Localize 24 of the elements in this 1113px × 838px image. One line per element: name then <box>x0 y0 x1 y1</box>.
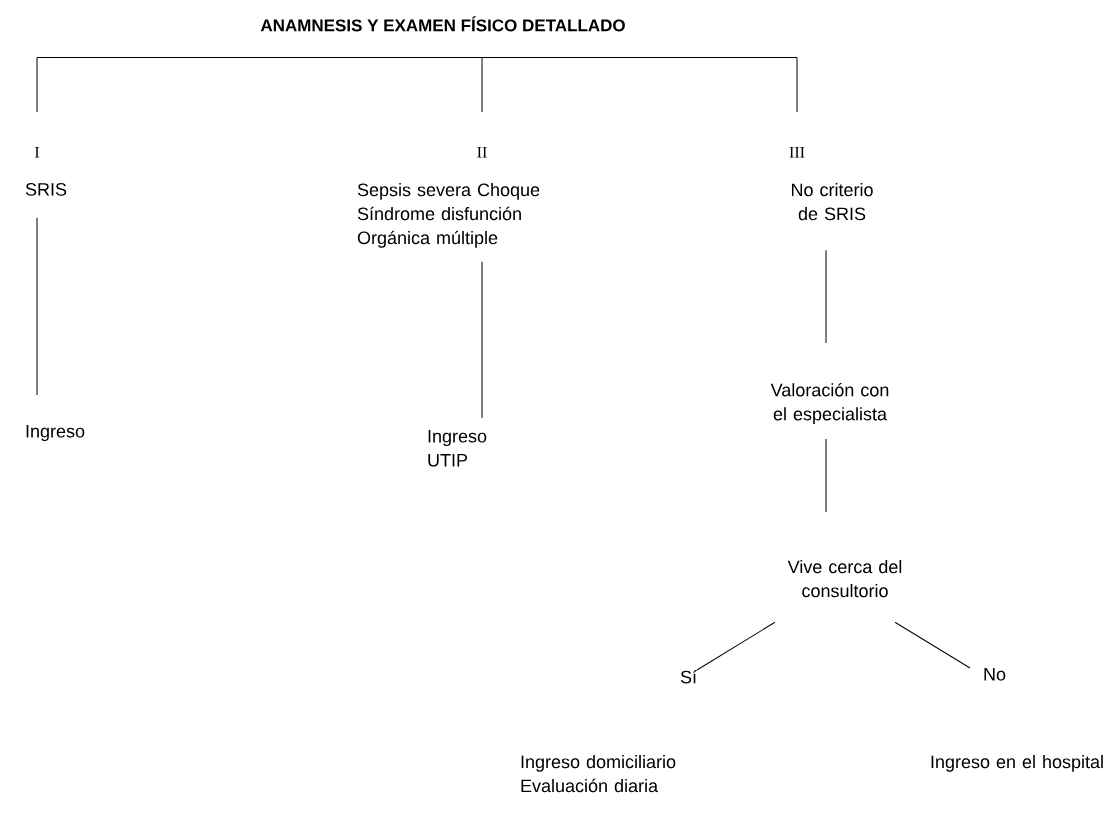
text-label: Sepsis severa Choque Síndrome disfunción Orgánica múltiple <box>357 183 540 248</box>
text-label: Ingreso domiciliario Evaluación diaria <box>521 755 676 793</box>
heading: ANAMNESIS Y EXAMEN FÍSICO DETALLADO <box>260 16 625 32</box>
text-label: SRIS <box>25 183 67 196</box>
text-label: No <box>984 668 1006 681</box>
stage-numeral: I <box>34 147 40 158</box>
text-label: Vive cerca del consultorio <box>787 560 902 598</box>
connector-line <box>796 57 798 113</box>
text-label: Ingreso UTIP <box>428 430 487 467</box>
stage-numeral: III <box>789 147 805 158</box>
connector-line <box>481 261 483 419</box>
text-label: No criterio de SRIS <box>792 183 873 221</box>
connector-line <box>696 621 776 671</box>
connector-line <box>825 249 827 344</box>
text-label: Valoración con el especialista <box>770 383 889 424</box>
connector-line <box>825 438 827 513</box>
text-label: Sí <box>680 670 697 684</box>
connector-line <box>894 621 971 669</box>
stage-numeral: II <box>477 147 487 158</box>
text-label: Ingreso en el hospital <box>931 755 1103 772</box>
connector-line <box>36 217 38 396</box>
connector-line <box>36 57 38 113</box>
text-label: Ingreso <box>26 425 85 442</box>
connector-line <box>481 57 483 113</box>
